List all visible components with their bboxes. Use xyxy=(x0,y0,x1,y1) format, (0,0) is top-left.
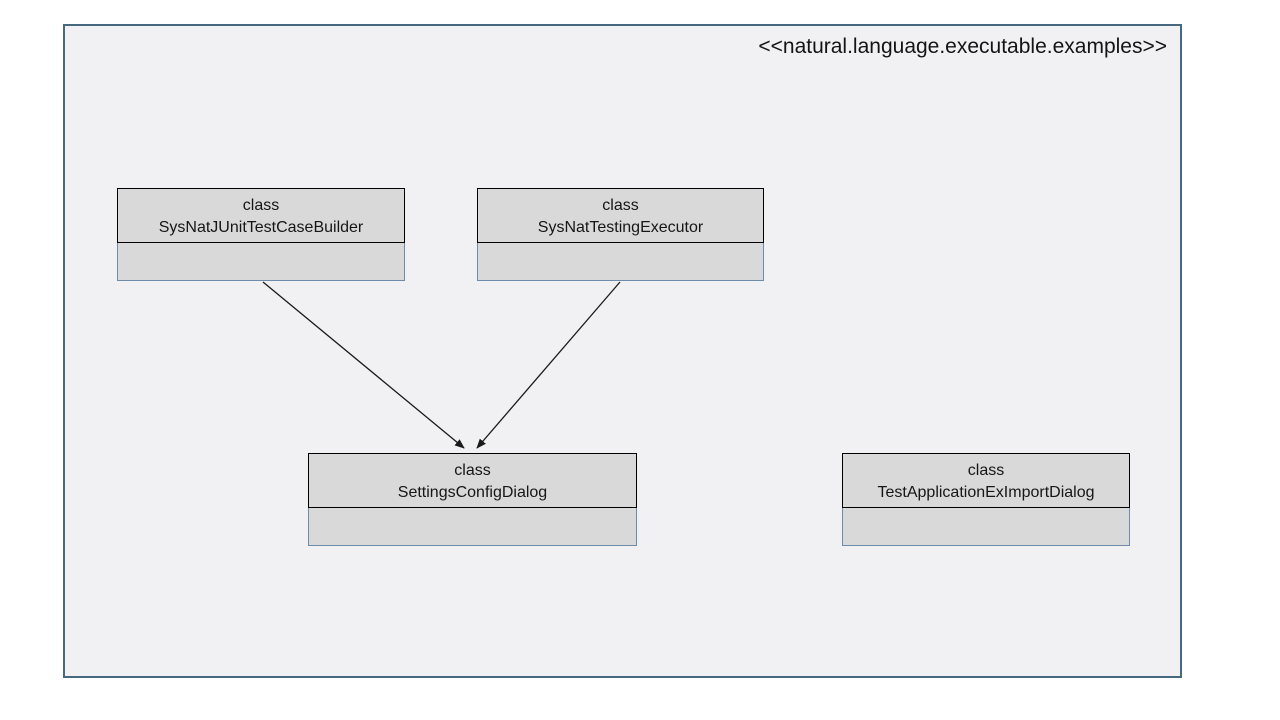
class-members-compartment xyxy=(477,243,764,281)
class-members-compartment xyxy=(308,508,637,546)
class-title-compartment: class TestApplicationExImportDialog xyxy=(842,453,1130,508)
diagram-frame: <<natural.language.executable.examples>> xyxy=(63,24,1182,678)
frame-stereotype-label: <<natural.language.executable.examples>> xyxy=(758,35,1167,58)
class-box-testapplicationeximportdialog[interactable]: class TestApplicationExImportDialog xyxy=(842,453,1130,546)
class-box-settingsconfigdialog[interactable]: class SettingsConfigDialog xyxy=(308,453,637,546)
class-members-compartment xyxy=(117,243,405,281)
class-keyword: class xyxy=(454,462,491,479)
class-title-compartment: class SysNatJUnitTestCaseBuilder xyxy=(117,188,405,243)
class-name: SysNatJUnitTestCaseBuilder xyxy=(158,219,364,236)
class-members-compartment xyxy=(842,508,1130,546)
class-title-compartment: class SysNatTestingExecutor xyxy=(477,188,764,243)
class-name: SettingsConfigDialog xyxy=(397,484,548,501)
class-keyword: class xyxy=(602,197,639,214)
class-keyword: class xyxy=(967,462,1005,479)
class-name: SysNatTestingExecutor xyxy=(537,219,704,236)
class-keyword: class xyxy=(242,197,280,214)
class-box-sysnattestingexecutor[interactable]: class SysNatTestingExecutor xyxy=(477,188,764,281)
class-name: TestApplicationExImportDialog xyxy=(877,484,1095,501)
class-box-sysnatjunittestcasebuilder[interactable]: class SysNatJUnitTestCaseBuilder xyxy=(117,188,405,281)
class-title-compartment: class SettingsConfigDialog xyxy=(308,453,637,508)
